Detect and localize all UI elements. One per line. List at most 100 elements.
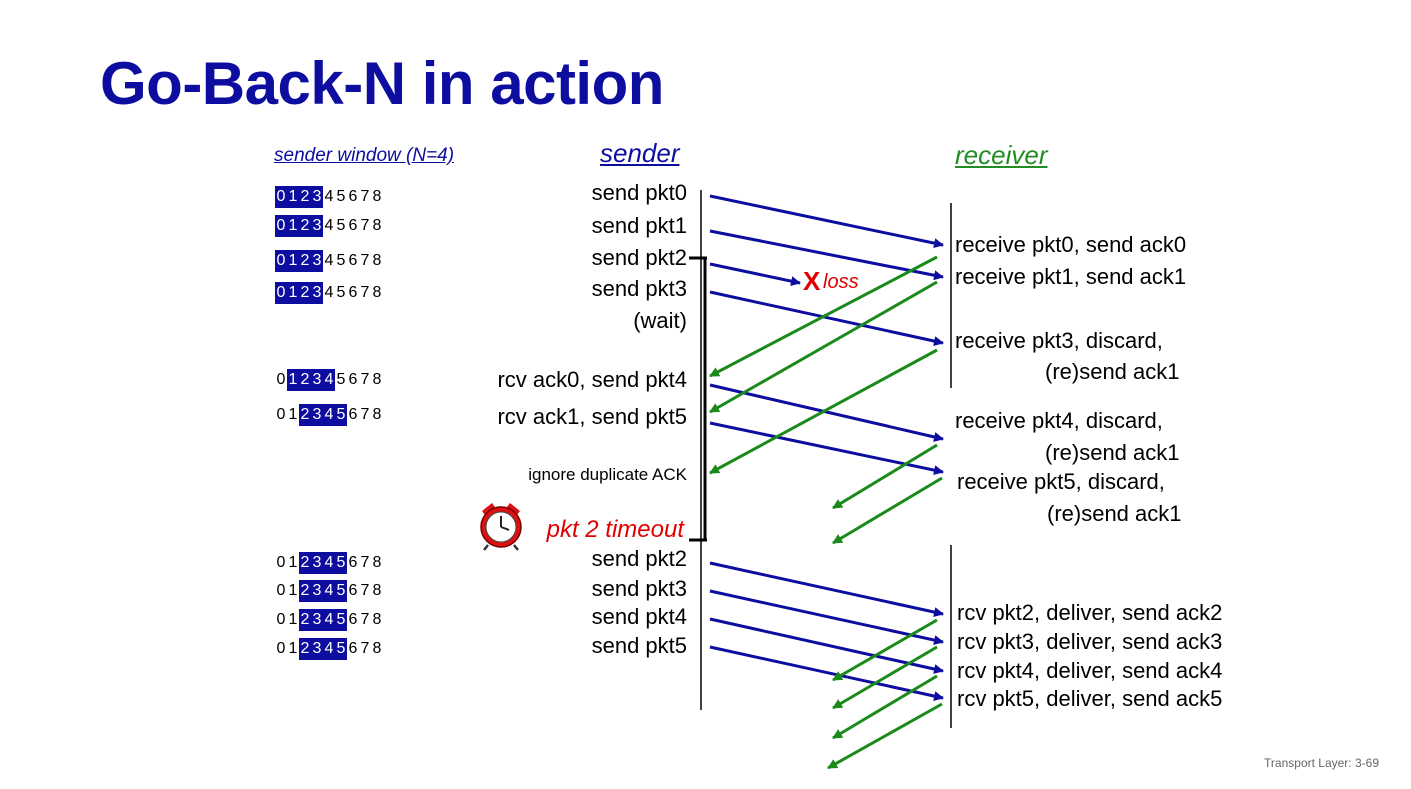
sequence-number: 2 bbox=[299, 369, 311, 391]
receiver-event-label: receive pkt5, discard, bbox=[957, 469, 1165, 494]
ack-arrow bbox=[832, 645, 938, 710]
sender-event-label: send pkt4 bbox=[591, 604, 687, 629]
sequence-number: 8 bbox=[372, 284, 382, 301]
sequence-number: 3 bbox=[311, 580, 323, 602]
loss-mark-icon: X bbox=[803, 266, 821, 296]
sequence-number: 6 bbox=[348, 582, 358, 599]
sequence-number: 2 bbox=[299, 186, 311, 208]
receiver-event-label: rcv pkt5, deliver, send ack5 bbox=[957, 686, 1223, 711]
receiver-header: receiver bbox=[955, 140, 1048, 170]
ack-arrow bbox=[709, 280, 938, 414]
sequence-number: 3 bbox=[311, 638, 323, 660]
data-packet-arrow bbox=[709, 617, 944, 674]
sender-event-label: rcv ack1, send pkt5 bbox=[497, 404, 687, 429]
sequence-number: 5 bbox=[336, 217, 346, 234]
sequence-number: 3 bbox=[311, 552, 323, 574]
sequence-number: 1 bbox=[288, 640, 298, 657]
data-packet-arrow bbox=[709, 589, 944, 645]
sequence-number: 7 bbox=[360, 611, 370, 628]
sequence-number: 2 bbox=[299, 552, 311, 574]
sequence-number: 4 bbox=[324, 217, 334, 234]
receiver-event-label: rcv pkt2, deliver, send ack2 bbox=[957, 600, 1223, 625]
data-packet-arrow bbox=[709, 262, 801, 287]
sequence-number: 8 bbox=[372, 554, 382, 571]
sequence-number: 2 bbox=[299, 215, 311, 237]
sequence-number: 0 bbox=[275, 250, 287, 272]
sequence-number: 1 bbox=[287, 215, 299, 237]
sequence-number: 1 bbox=[288, 582, 298, 599]
sequence-number: 5 bbox=[336, 188, 346, 205]
sender-event-label: send pkt3 bbox=[591, 576, 687, 601]
sequence-number: 7 bbox=[360, 188, 370, 205]
receiver-event-label: receive pkt4, discard, bbox=[955, 408, 1163, 433]
timeout-label: pkt 2 timeout bbox=[546, 516, 684, 543]
sequence-number: 8 bbox=[372, 188, 382, 205]
sequence-number: 3 bbox=[311, 404, 323, 426]
sequence-number: 2 bbox=[299, 638, 311, 660]
sequence-number: 1 bbox=[287, 282, 299, 304]
sequence-number: 3 bbox=[311, 609, 323, 631]
sequence-number: 7 bbox=[360, 371, 370, 388]
ack-arrow bbox=[709, 255, 938, 378]
data-packet-arrow bbox=[709, 194, 944, 249]
sender-event-label: send pkt3 bbox=[591, 276, 687, 301]
sequence-number: 5 bbox=[336, 252, 346, 269]
sequence-number: 6 bbox=[348, 640, 358, 657]
data-packet-arrow bbox=[709, 645, 944, 701]
sequence-number: 0 bbox=[276, 406, 286, 423]
sequence-number: 4 bbox=[324, 252, 334, 269]
sequence-number: 7 bbox=[360, 554, 370, 571]
sequence-number: 3 bbox=[311, 215, 323, 237]
ack-arrow bbox=[832, 476, 943, 545]
sequence-number: 6 bbox=[348, 371, 358, 388]
sequence-number: 7 bbox=[360, 640, 370, 657]
sequence-number: 4 bbox=[323, 404, 335, 426]
sequence-number: 4 bbox=[323, 638, 335, 660]
receiver-event-label: rcv pkt3, deliver, send ack3 bbox=[957, 629, 1223, 654]
sequence-number: 1 bbox=[288, 406, 298, 423]
ack-arrow bbox=[832, 443, 938, 510]
sequence-number: 6 bbox=[348, 284, 358, 301]
ack-arrow bbox=[709, 348, 938, 475]
sequence-number: 3 bbox=[311, 282, 323, 304]
sequence-number: 0 bbox=[276, 611, 286, 628]
sequence-number: 0 bbox=[275, 282, 287, 304]
sender-header: sender bbox=[600, 138, 680, 168]
sequence-number: 4 bbox=[323, 369, 335, 391]
sequence-number: 4 bbox=[323, 552, 335, 574]
sequence-number: 1 bbox=[288, 611, 298, 628]
sender-event-label: send pkt1 bbox=[591, 213, 687, 238]
sender-event-label: (wait) bbox=[633, 308, 687, 333]
sequence-number: 5 bbox=[335, 552, 347, 574]
sequence-number: 2 bbox=[299, 404, 311, 426]
sequence-number: 7 bbox=[360, 582, 370, 599]
sequence-number: 8 bbox=[372, 611, 382, 628]
slide-title: Go-Back-N in action bbox=[100, 50, 664, 117]
sequence-number: 2 bbox=[299, 580, 311, 602]
sequence-number: 0 bbox=[275, 186, 287, 208]
ignore-duplicate-ack-note: ignore duplicate ACK bbox=[528, 465, 687, 484]
receiver-event-label: (re)send ack1 bbox=[1045, 359, 1180, 384]
ack-arrow bbox=[832, 674, 938, 740]
sender-event-label: send pkt5 bbox=[591, 633, 687, 658]
sequence-number: 3 bbox=[311, 369, 323, 391]
sequence-number: 5 bbox=[335, 580, 347, 602]
receiver-event-label: (re)send ack1 bbox=[1047, 501, 1182, 526]
sequence-number: 4 bbox=[323, 580, 335, 602]
sequence-number: 3 bbox=[311, 250, 323, 272]
sequence-number: 0 bbox=[275, 215, 287, 237]
sequence-number: 6 bbox=[348, 406, 358, 423]
receiver-event-label: receive pkt3, discard, bbox=[955, 328, 1163, 353]
sender-window-header: sender window (N=4) bbox=[274, 145, 455, 166]
sequence-number: 1 bbox=[287, 369, 299, 391]
sequence-number: 8 bbox=[372, 406, 382, 423]
